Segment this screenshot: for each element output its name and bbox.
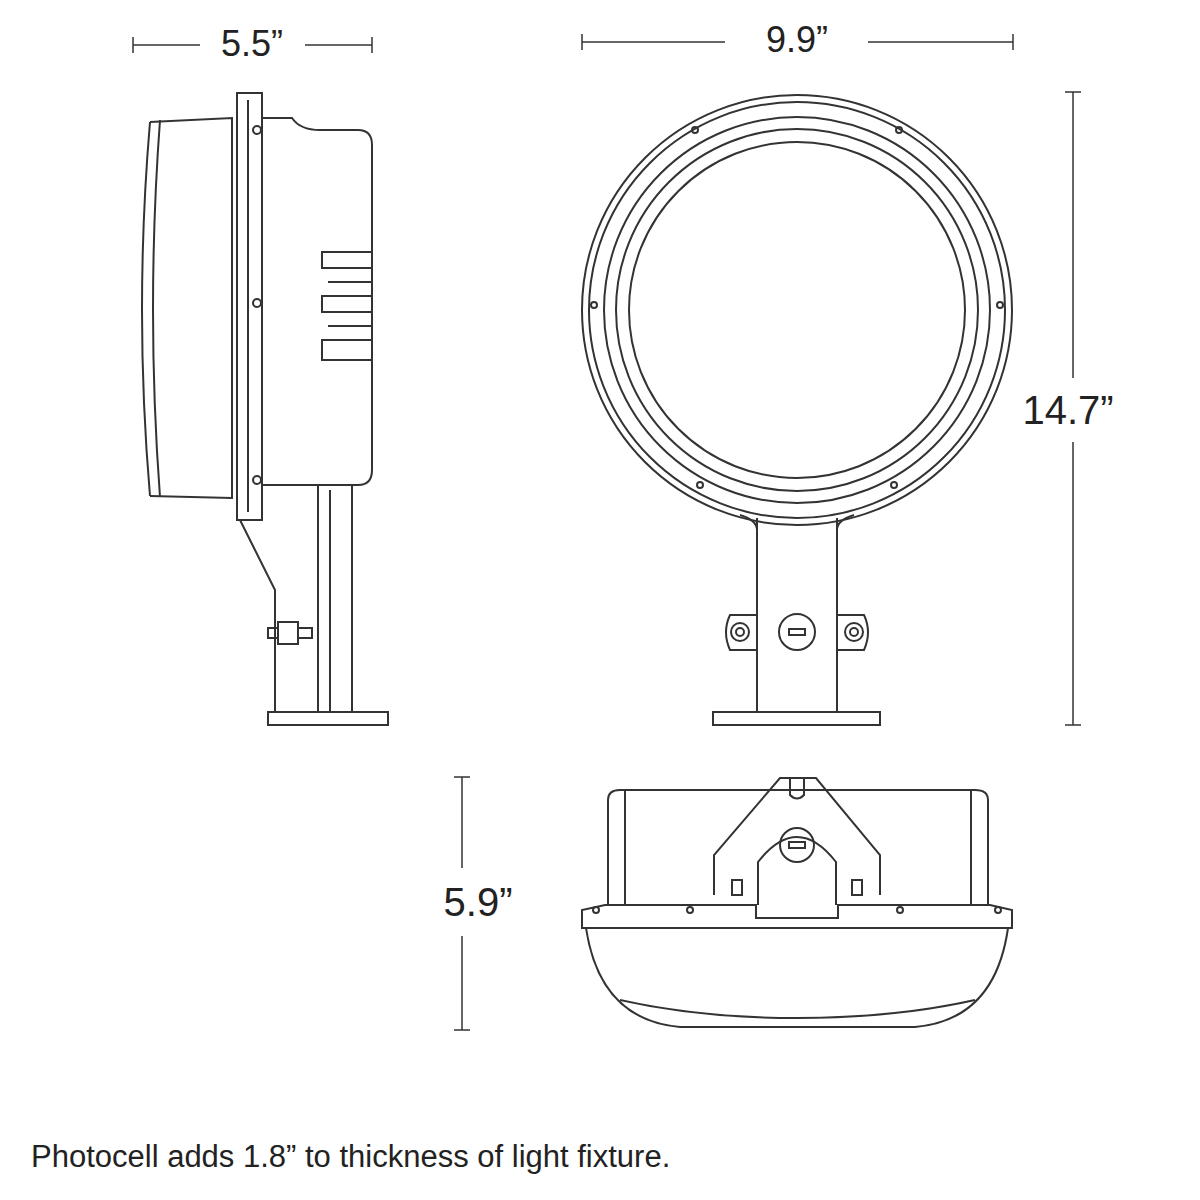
- dimension-label: 5.5”: [218, 24, 286, 64]
- note-text: Photocell adds 1.8” to thickness of ligh…: [28, 1140, 673, 1174]
- dimension-lines: [133, 34, 1081, 1030]
- dimension-label: 5.9”: [441, 880, 516, 924]
- dimension-label: 9.9”: [763, 20, 831, 60]
- dimension-label: 14.7”: [1019, 388, 1116, 432]
- bottom-view: [582, 778, 1012, 1027]
- front-view: [582, 95, 1012, 725]
- side-view: [142, 93, 388, 725]
